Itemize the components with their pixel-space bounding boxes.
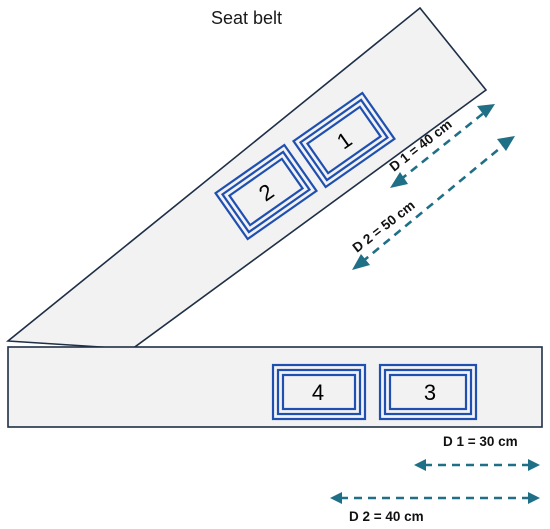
lower-d2-arrowhead-right: [528, 492, 540, 504]
lower-d2-arrow: [330, 492, 540, 504]
lower-d1-arrowhead-left: [414, 459, 426, 471]
upper-d1-arrow: [390, 104, 495, 188]
lower-d1-label: D 1 = 30 cm: [443, 434, 518, 449]
coil-3-label: 3: [424, 380, 436, 405]
upper-d2-label: D 2 = 50 cm: [350, 198, 418, 256]
lower-d1-arrow: [414, 459, 540, 471]
lower-d1-arrowhead-right: [528, 459, 540, 471]
lower-d2-label: D 2 = 40 cm: [349, 509, 424, 524]
upper-d1-arrowhead-start: [390, 172, 408, 188]
coil-4-label: 4: [312, 380, 324, 405]
coil-3: 3: [378, 363, 478, 421]
upper-d2-arrow: [352, 136, 515, 270]
upper-d1-arrowhead-end: [477, 104, 495, 118]
diagram-title: Seat belt: [211, 8, 282, 28]
upper-d2-arrowhead-start: [352, 254, 370, 270]
lower-d2-arrowhead-left: [330, 492, 342, 504]
coil-4: 4: [271, 363, 367, 421]
upper-d2-arrowhead-end: [497, 136, 515, 151]
